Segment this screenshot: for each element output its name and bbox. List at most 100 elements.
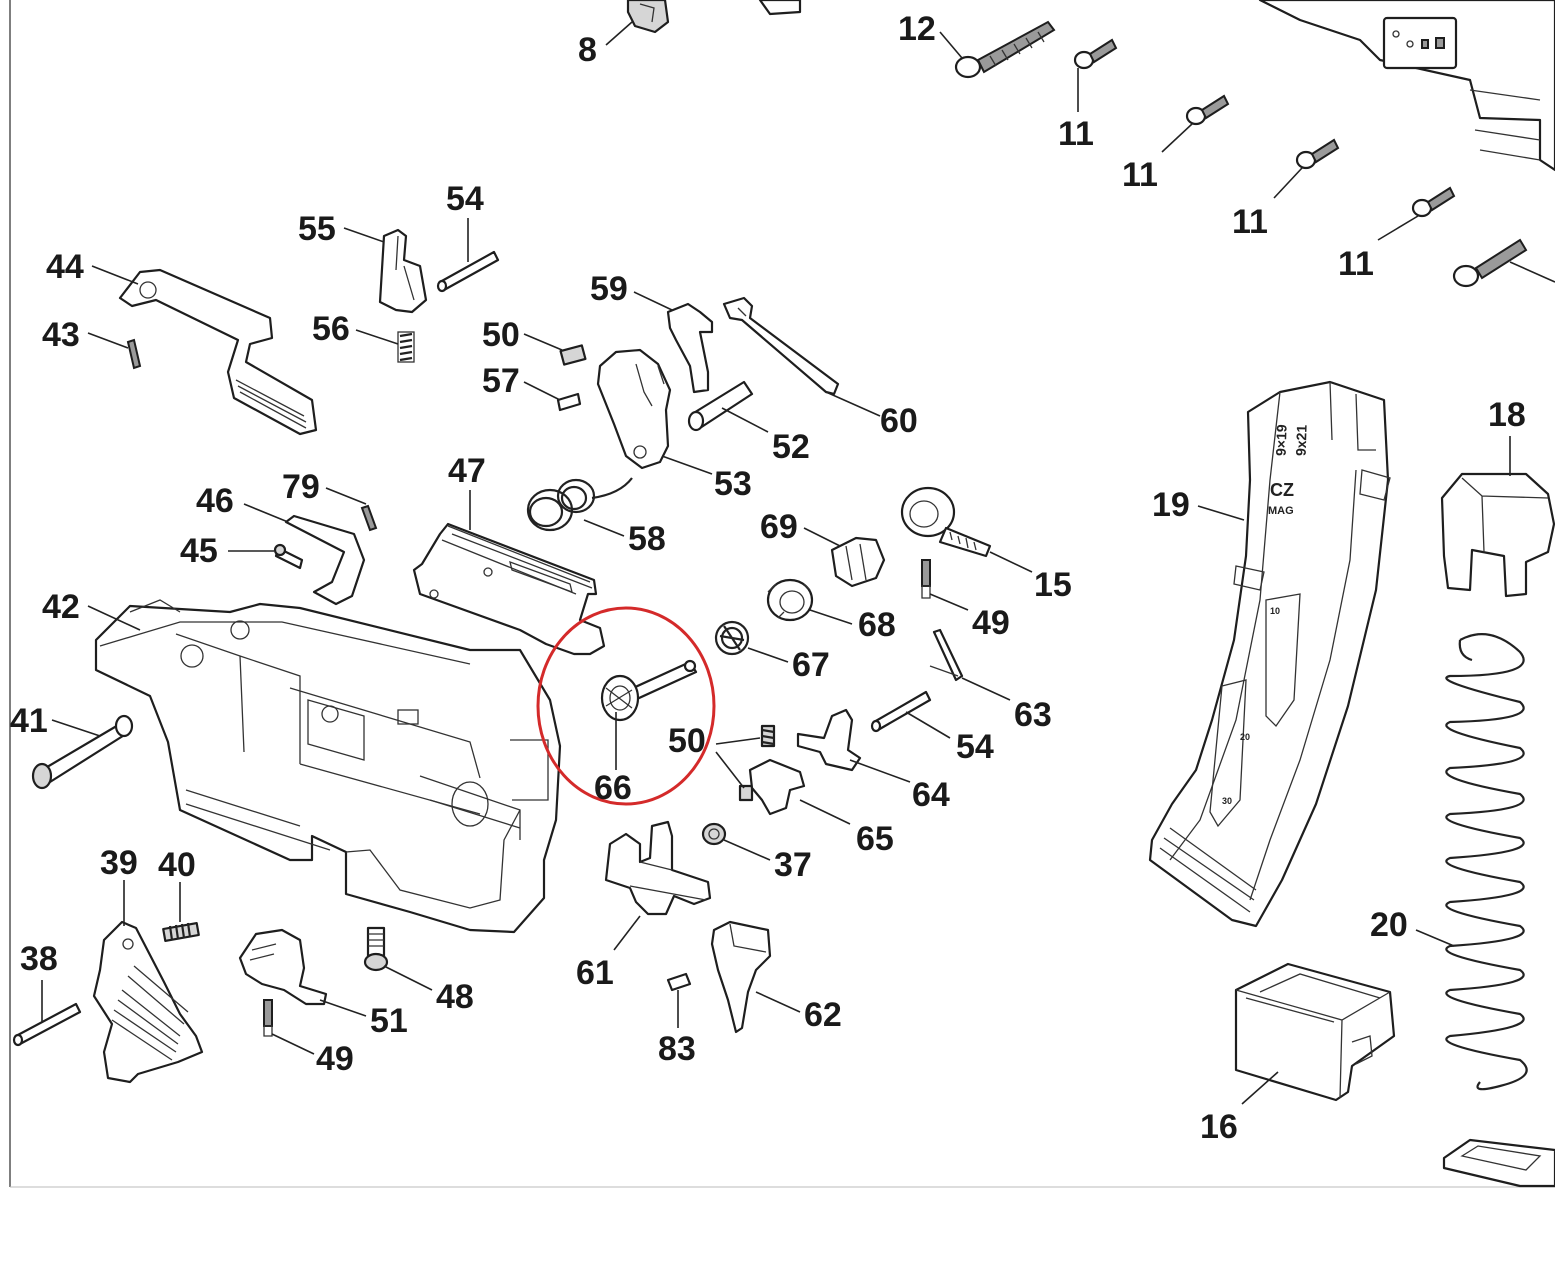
part-58-spring bbox=[526, 477, 633, 532]
callout-49: 49 bbox=[316, 1040, 354, 1078]
part-47-plate bbox=[412, 522, 606, 656]
part-43-pin bbox=[126, 338, 142, 370]
callout-64: 64 bbox=[912, 776, 950, 814]
callout-58: 58 bbox=[628, 520, 666, 558]
part-41-pin bbox=[31, 714, 134, 790]
mag-caliber-2: 9x21 bbox=[1293, 424, 1310, 456]
callout-38: 38 bbox=[20, 940, 58, 978]
part-55 bbox=[378, 228, 428, 314]
part-44-lever bbox=[118, 268, 318, 436]
callout-63: 63 bbox=[1014, 696, 1052, 734]
callout-56: 56 bbox=[312, 310, 350, 348]
part-19-magazine bbox=[1148, 380, 1391, 928]
part-fragment-bottom-right bbox=[1442, 1138, 1555, 1188]
part-54-pin-lower bbox=[870, 690, 932, 733]
callout-40: 40 bbox=[158, 846, 196, 884]
part-46 bbox=[284, 514, 366, 606]
callout-60: 60 bbox=[880, 402, 918, 440]
callout-20: 20 bbox=[1370, 906, 1408, 944]
part-50-spring-b bbox=[738, 724, 776, 802]
part-64 bbox=[796, 708, 862, 772]
part-69 bbox=[830, 536, 886, 588]
part-12-screw bbox=[954, 20, 1056, 79]
callout-52: 52 bbox=[772, 428, 810, 466]
part-fragment-top bbox=[758, 0, 802, 16]
part-50-spring-a bbox=[559, 344, 587, 366]
part-37 bbox=[701, 822, 727, 846]
part-49-pin-lower bbox=[263, 999, 273, 1037]
part-63-spring bbox=[929, 628, 964, 682]
part-53-hammer bbox=[596, 348, 672, 470]
callout-62: 62 bbox=[804, 996, 842, 1034]
callout-37: 37 bbox=[774, 846, 812, 884]
callout-69: 69 bbox=[760, 508, 798, 546]
part-54-pin-top bbox=[436, 250, 500, 293]
callout-39: 39 bbox=[100, 844, 138, 882]
part-68 bbox=[766, 578, 814, 622]
callout-67: 67 bbox=[792, 646, 830, 684]
callout-11: 11 bbox=[1122, 156, 1158, 194]
part-16 bbox=[1234, 962, 1396, 1102]
callout-43: 43 bbox=[42, 316, 80, 354]
part-51 bbox=[238, 928, 328, 1006]
mag-count-2: 20 bbox=[1240, 732, 1250, 742]
part-11-screw-a bbox=[1073, 38, 1118, 70]
part-59 bbox=[666, 302, 714, 394]
callout-57: 57 bbox=[482, 362, 520, 400]
part-38-pin bbox=[12, 1002, 82, 1047]
part-79-pin bbox=[360, 504, 378, 532]
part-screw-edge bbox=[1452, 238, 1528, 288]
callout-41: 41 bbox=[10, 702, 48, 740]
part-42-lower-receiver bbox=[94, 599, 562, 934]
callout-49: 49 bbox=[972, 604, 1010, 642]
callout-45: 45 bbox=[180, 532, 218, 570]
callout-59: 59 bbox=[590, 270, 628, 308]
part-upper-receiver-fragment bbox=[1258, 0, 1555, 172]
callout-66: 66 bbox=[594, 769, 632, 807]
callout-42: 42 bbox=[42, 588, 80, 626]
callout-83: 83 bbox=[658, 1030, 696, 1068]
part-48-screw bbox=[363, 926, 389, 972]
part-83-pin bbox=[666, 972, 692, 992]
mag-model: MAG bbox=[1268, 505, 1294, 517]
part-56-spring bbox=[397, 331, 415, 363]
part-18 bbox=[1440, 472, 1555, 598]
part-66 bbox=[600, 659, 698, 722]
callout-11: 11 bbox=[1232, 203, 1268, 241]
callout-50: 50 bbox=[668, 722, 706, 760]
callout-51: 51 bbox=[370, 1002, 408, 1040]
part-15 bbox=[900, 486, 992, 558]
callout-19: 19 bbox=[1152, 486, 1190, 524]
mag-brand: CZ bbox=[1270, 480, 1294, 500]
callout-11: 11 bbox=[1338, 245, 1374, 283]
part-45-pin bbox=[273, 543, 304, 570]
part-11-screw-c bbox=[1295, 138, 1340, 170]
callout-61: 61 bbox=[576, 954, 614, 992]
part-65 bbox=[748, 758, 806, 816]
callout-46: 46 bbox=[196, 482, 234, 520]
part-61 bbox=[604, 820, 712, 916]
part-57-pin bbox=[556, 392, 582, 412]
part-8 bbox=[626, 0, 670, 34]
part-60-spring bbox=[722, 296, 840, 396]
callout-15: 15 bbox=[1034, 566, 1072, 604]
mag-count-1: 10 bbox=[1270, 606, 1280, 616]
part-11-screw-d bbox=[1411, 186, 1456, 218]
callout-16: 16 bbox=[1200, 1108, 1238, 1146]
callout-50: 50 bbox=[482, 316, 520, 354]
callout-44: 44 bbox=[46, 248, 84, 286]
mag-count-3: 30 bbox=[1222, 796, 1232, 806]
callout-8: 8 bbox=[578, 31, 597, 69]
callout-53: 53 bbox=[714, 465, 752, 503]
part-40-spring bbox=[162, 922, 200, 942]
callout-18: 18 bbox=[1488, 396, 1526, 434]
callout-79: 79 bbox=[282, 468, 320, 506]
highlight-circle bbox=[536, 606, 716, 806]
callout-47: 47 bbox=[448, 452, 486, 490]
part-67-spring bbox=[714, 620, 750, 656]
part-39 bbox=[92, 920, 204, 1084]
part-62-trigger bbox=[710, 920, 772, 1034]
callout-11: 11 bbox=[1058, 115, 1094, 153]
callout-68: 68 bbox=[858, 606, 896, 644]
